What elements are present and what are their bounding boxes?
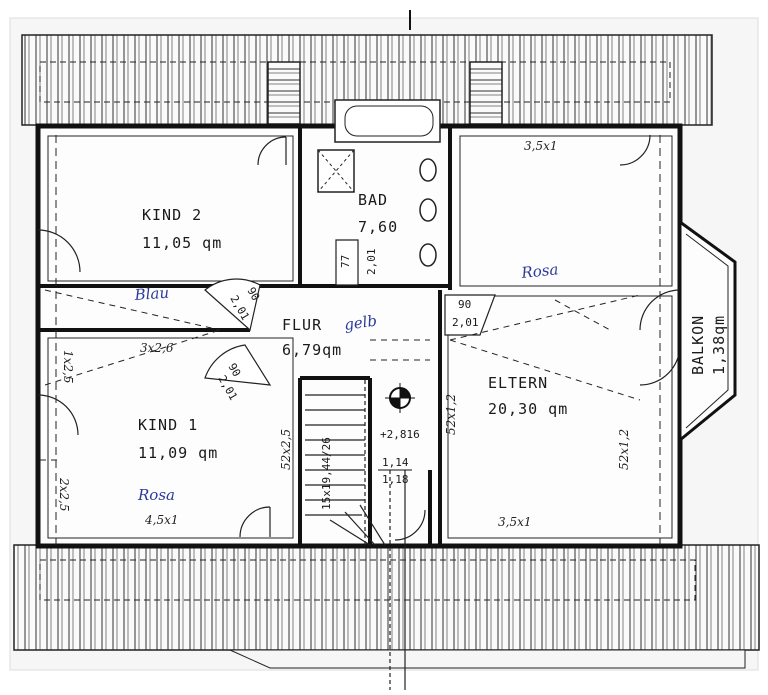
- kind2-area: 11,05 qm: [142, 234, 222, 252]
- flur-color-note: gelb: [343, 312, 378, 334]
- chimney-left: [267, 61, 301, 125]
- bad-area: 7,60: [358, 218, 398, 236]
- chimney-right: [469, 61, 503, 125]
- door-kind1: [204, 344, 272, 386]
- eltern-color-note: Rosa: [520, 260, 560, 282]
- washbasins: [419, 158, 437, 267]
- window-note-top: 1,14: [382, 456, 409, 469]
- balkon-name: BALKON: [689, 315, 707, 375]
- eltern-name: ELTERN: [488, 374, 548, 392]
- kind1-door-top: 90: [225, 361, 243, 379]
- dim-kind1-left-low: 2x2,5: [57, 477, 71, 512]
- eltern-door-top: 90: [458, 298, 471, 311]
- dim-kind1-left: 1x2,5: [61, 350, 75, 384]
- window-note-bottom: 1,18: [382, 473, 409, 486]
- flur-area: 6,79qm: [282, 341, 342, 359]
- eltern-door-bottom: 2,01: [452, 316, 479, 329]
- kind2-color-note: Blau: [133, 284, 170, 304]
- door-kind2: [204, 278, 261, 332]
- eltern-area: 20,30 qm: [488, 400, 568, 418]
- eltern-side-note: 52x1,2: [444, 394, 458, 435]
- roof-bottom: [13, 544, 760, 651]
- dim-eltern-bottom: 3,5x1: [498, 515, 532, 529]
- kind1-side-note: 52x2,5: [279, 429, 293, 470]
- staircase: [305, 380, 406, 690]
- level-value: +2,816: [380, 428, 420, 441]
- kind1-name: KIND 1: [138, 416, 198, 434]
- flur-name: FLUR: [282, 316, 322, 334]
- eltern-side-note-2: 52x1,2: [617, 429, 631, 470]
- bathtub: [334, 99, 441, 143]
- kind1-area: 11,09 qm: [138, 444, 218, 462]
- kind2-name: KIND 2: [142, 206, 202, 224]
- door-eltern: [444, 294, 496, 336]
- level-marker-icon: [385, 383, 415, 413]
- bad-name: BAD: [358, 191, 388, 209]
- stairs-label: 15x19,44/26: [320, 437, 333, 510]
- dim-eltern-top: 3,5x1: [524, 139, 558, 153]
- balkon-area: 1,38qm: [710, 315, 728, 375]
- floor-outline: [35, 123, 683, 549]
- dim-kind1-top: 3x2,6: [140, 341, 174, 355]
- door-bad: [335, 239, 359, 286]
- kind2-door-top: 90: [244, 285, 262, 303]
- bad-door-top: 77: [339, 255, 352, 268]
- bad-door-bottom: 2,01: [365, 249, 378, 276]
- balkon: [678, 219, 737, 444]
- kind1-color-note: Rosa: [137, 486, 175, 504]
- shower: [317, 149, 355, 193]
- dim-kind1-bottom: 4,5x1: [144, 513, 179, 527]
